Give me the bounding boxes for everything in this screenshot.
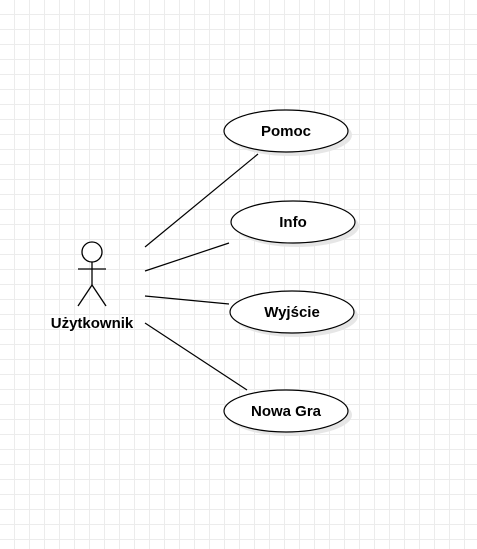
use-case-pomoc[interactable]: Pomoc: [223, 109, 352, 156]
use-case-ellipse: [223, 389, 349, 433]
use-case-ellipse: [230, 200, 356, 244]
use-case-info[interactable]: Info: [230, 200, 359, 247]
use-case-label: Pomoc: [261, 123, 311, 140]
use-case-nowa-gra[interactable]: Nowa Gra: [223, 389, 352, 436]
use-case-ellipse: [223, 109, 349, 153]
use-case-label: Wyjście: [264, 304, 320, 321]
use-case-ellipse: [229, 290, 355, 334]
actor[interactable]: Użytkownik: [51, 241, 134, 332]
use-case-wyjscie[interactable]: Wyjście: [229, 290, 358, 337]
use-case-label: Info: [279, 214, 307, 231]
association-pomoc[interactable]: [144, 153, 259, 248]
stick-figure-icon: [77, 241, 107, 307]
use-case-label: Nowa Gra: [251, 403, 322, 420]
actor-label: Użytkownik: [51, 315, 134, 332]
association-info[interactable]: [144, 242, 230, 272]
association-wyjscie[interactable]: [144, 295, 230, 305]
association-nowa-gra[interactable]: [144, 322, 248, 391]
